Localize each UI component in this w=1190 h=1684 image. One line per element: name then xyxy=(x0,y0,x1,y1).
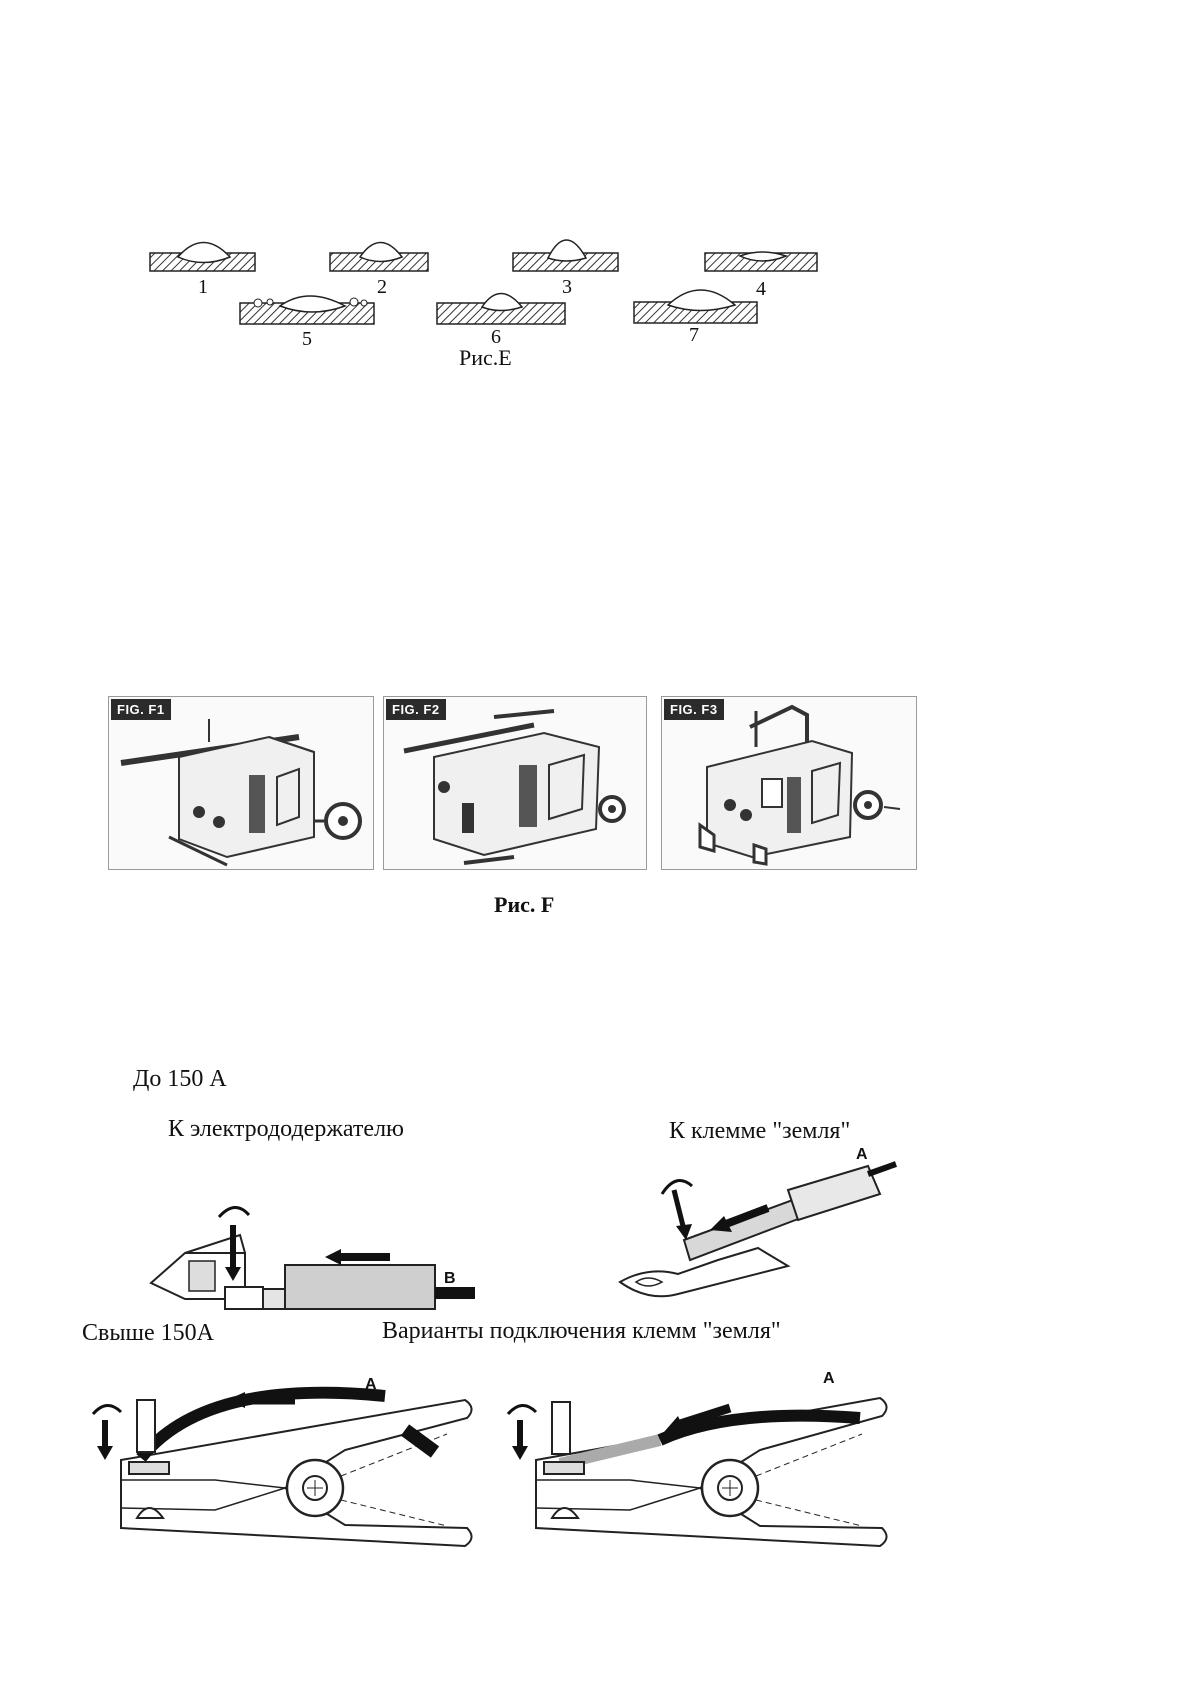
profile-label-1: 1 xyxy=(198,276,208,298)
weld-profiles-diagram xyxy=(149,239,818,325)
welder-assembly-f3-illustration xyxy=(698,704,901,866)
panel-f1: FIG. F1 xyxy=(108,696,374,870)
panel-f2: FIG. F2 xyxy=(383,696,647,870)
profile-label-6: 6 xyxy=(491,326,501,348)
panel-f3-tag: FIG. F3 xyxy=(664,699,724,720)
up-to-150a-heading: До 150 А xyxy=(133,1066,227,1092)
ground-clamp-variants-heading: Варианты подключения клемм "земля" xyxy=(382,1318,781,1344)
figure-f-caption: Рис. F xyxy=(494,892,555,917)
panel-f1-tag: FIG. F1 xyxy=(111,699,171,720)
above-150a-heading: Свыше 150А xyxy=(82,1320,214,1346)
profile-label-3: 3 xyxy=(562,276,572,298)
panel-f3: FIG. F3 xyxy=(661,696,917,870)
ground-clamp-connection-illustration xyxy=(618,1161,898,1298)
cable-label-a-variant-2: A xyxy=(823,1370,835,1387)
cable-label-b: B xyxy=(444,1270,456,1287)
to-electrode-holder-label: К электрододержателю xyxy=(168,1116,404,1142)
figure-e-caption: Рис.E xyxy=(459,345,512,370)
welder-assembly-f1-illustration xyxy=(120,719,362,867)
ground-clamp-variant-2-illustration xyxy=(506,1396,888,1548)
panel-f2-tag: FIG. F2 xyxy=(386,699,446,720)
welder-assembly-f2-illustration xyxy=(403,709,626,865)
cable-label-a-small: A xyxy=(856,1146,868,1163)
electrode-holder-connection-illustration xyxy=(149,1206,475,1310)
profile-label-5: 5 xyxy=(302,328,312,350)
profile-label-4: 4 xyxy=(756,278,766,300)
to-ground-clamp-label: К клемме "земля" xyxy=(669,1118,851,1144)
ground-clamp-variant-1-illustration xyxy=(91,1386,473,1548)
profile-label-2: 2 xyxy=(377,276,387,298)
profile-label-7: 7 xyxy=(689,324,699,346)
cable-label-a-variant-1: A xyxy=(365,1376,377,1393)
